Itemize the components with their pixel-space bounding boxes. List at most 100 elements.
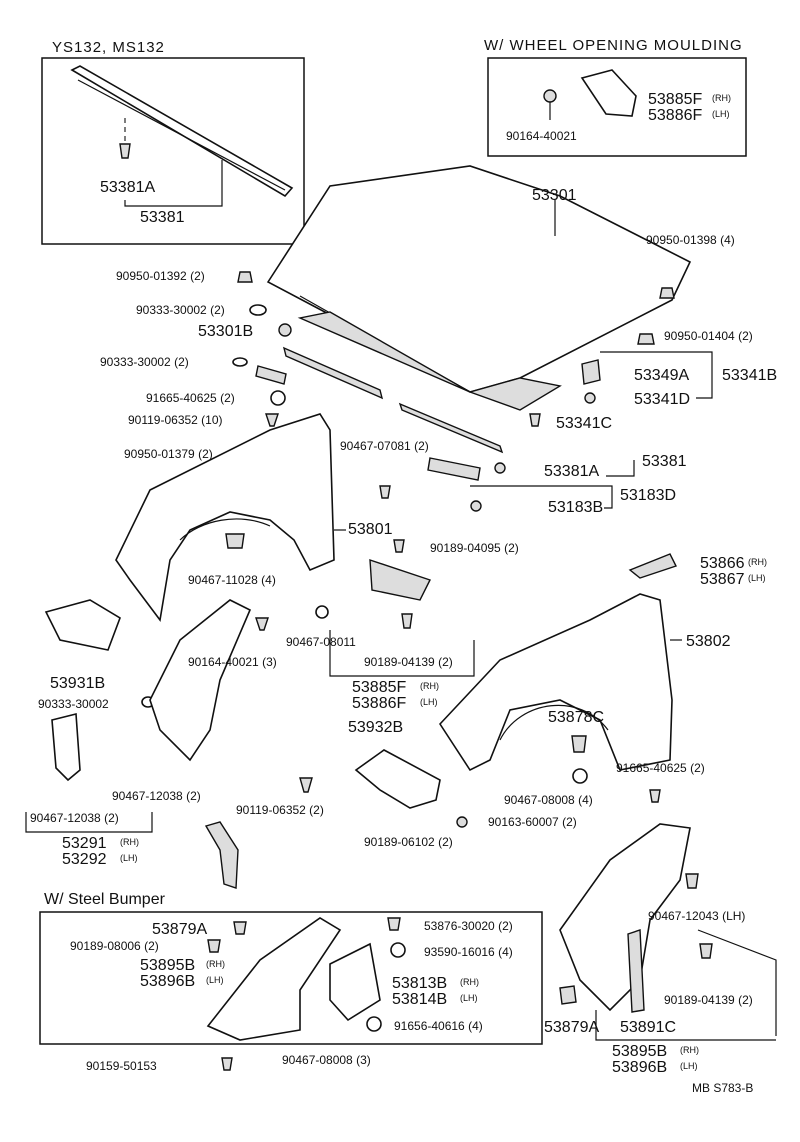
label-liner-879a: 53879A (544, 1019, 599, 1036)
fender-rh-arch (499, 704, 609, 741)
screw-icon (543, 89, 557, 103)
label-bolt-392: 90950-01392 (2) (116, 269, 205, 283)
bumper-bracket (354, 749, 441, 809)
seal-plate (51, 712, 81, 782)
label-bumper-895b: 53895B (140, 957, 195, 974)
inset-wheel-opening: W/ WHEEL OPENING MOULDING 53885F (RH) 53… (484, 37, 747, 157)
inset-wheel-lh-part: 53886F (648, 107, 702, 124)
fender-rh-assembly: 53866 (RH) 53867 (LH) 53802 53878C 91665… (438, 553, 767, 807)
label-screw-352b: 90119-06352 (2) (236, 803, 324, 817)
clip-b-icon (270, 390, 286, 406)
clip-icon (387, 917, 401, 931)
leader-line (606, 460, 635, 477)
label-mould-rh: 53885F (352, 679, 406, 696)
label-bumper-814b: 53814B (392, 991, 447, 1008)
inset-wheel-rh-part: 53885F (648, 91, 702, 108)
label-mould-lh: 53886F (352, 695, 406, 712)
clip-icon (119, 143, 131, 159)
hood-seal-rail-right (398, 402, 504, 454)
hood-seal-rail-left (282, 346, 384, 400)
label-screw-007: 90163-60007 (2) (488, 815, 577, 829)
lower-left-parts: 90467-12038 (2) 90467-12038 (2) 53291 (R… (25, 712, 577, 889)
label-bumper-616: 91656-40616 (4) (394, 1019, 483, 1033)
inset-wheel-opening-frame (487, 57, 747, 157)
leader-line (697, 929, 777, 1036)
clip-icon (559, 985, 577, 1005)
fender-rh-panel (438, 593, 673, 772)
label-bumper-153: 90159-50153 (86, 1059, 157, 1073)
clip-icon (649, 789, 661, 803)
inset-ys132-part-a: 53381A (100, 179, 155, 196)
label-grommet-404: 90950-01404 (2) (664, 329, 753, 343)
label-liner-891c: 53891C (620, 1019, 676, 1036)
inset-wheel-screw: 90164-40021 (506, 129, 577, 143)
label-fender-lh: 53801 (348, 521, 393, 538)
hood-latch-icon (581, 359, 601, 385)
label-bumper-896b: 53896B (140, 973, 195, 990)
hood-label: 53301 (532, 187, 577, 204)
label-clip-008: 90467-08008 (4) (504, 793, 593, 807)
latch-nut-icon (584, 392, 596, 404)
label-clip-043: 90467-12043 (LH) (648, 909, 745, 923)
label-fender-rh: 53802 (686, 633, 731, 650)
ext-rh-mark: (RH) (748, 557, 767, 567)
seal-292-mark: (LH) (120, 853, 138, 863)
screw-icon (265, 413, 279, 427)
inset-ys132-frame (41, 57, 305, 245)
hood-seal-strip (70, 65, 294, 198)
ext-lh-mark: (LH) (748, 573, 766, 583)
inset-ys132-part-b: 53381 (140, 209, 185, 226)
clip-b-icon (572, 768, 588, 784)
label-nut-102: 90189-06102 (2) (364, 835, 453, 849)
mould-lh-mark: (LH) (420, 697, 438, 707)
inset-wheel-rh: (RH) (712, 93, 731, 103)
cushion-icon (278, 323, 292, 337)
leader-line (595, 1010, 776, 1041)
label-plug-002b: 90333-30002 (2) (100, 355, 189, 369)
label-ext-lh: 53867 (700, 571, 745, 588)
clip-icon (225, 533, 245, 549)
brace-part (44, 599, 121, 651)
inset-ys132-title: YS132, MS132 (52, 39, 165, 56)
fender-lh-liner (149, 599, 252, 762)
liner-896b-mark: (LH) (680, 1061, 698, 1071)
clip-b-icon (366, 1016, 382, 1032)
label-bumper-879a: 53879A (152, 921, 207, 938)
label-53183b: 53183B (548, 499, 603, 516)
label-clip-038a: 90467-12038 (2) (112, 789, 201, 803)
label-seal-878c: 53878C (548, 709, 604, 726)
leader-line (470, 485, 613, 509)
liner-895b-mark: (RH) (680, 1045, 699, 1055)
label-clip-011: 90467-08011 (286, 635, 356, 649)
seal-icon (571, 735, 587, 753)
mould-rh-mark: (RH) (420, 681, 439, 691)
bumper-814b-mark: (LH) (460, 993, 478, 1003)
inset-steel-bumper: W/ Steel Bumper 53879A 90189-08006 (2) 5… (39, 891, 543, 1073)
label-bumper-008: 90467-08008 (3) (282, 1053, 371, 1067)
clip-icon (685, 873, 699, 889)
hood-inner-frame (297, 311, 562, 411)
label-nut-095: 90189-04095 (2) (430, 541, 519, 555)
label-53183d: 53183D (620, 487, 676, 504)
label-clip-625b: 91665-40625 (2) (616, 761, 705, 775)
screw-icon (255, 617, 269, 631)
inset-steel-bumper-title: W/ Steel Bumper (44, 891, 166, 908)
bumper-splash-shield (329, 942, 381, 1022)
moulding-bracket (580, 69, 637, 117)
label-53341b: 53341B (722, 367, 777, 384)
nut-icon (207, 939, 221, 953)
seal-strip (204, 821, 239, 889)
clip-icon (233, 921, 247, 935)
label-bumper-nut-006: 90189-08006 (2) (70, 939, 159, 953)
label-clip-625: 91665-40625 (2) (146, 391, 235, 405)
label-bumper-593: 93590-16016 (4) (424, 945, 513, 959)
clip-icon (315, 605, 329, 619)
fender-lh-panel (115, 413, 335, 622)
leader-line (600, 351, 713, 399)
label-bolt-398: 90950-01398 (4) (646, 233, 735, 247)
bumper-895b-mark: (RH) (206, 959, 225, 969)
label-53381: 53381 (642, 453, 687, 470)
label-liner-896b: 53896B (612, 1059, 667, 1076)
plug-icon (232, 357, 248, 367)
